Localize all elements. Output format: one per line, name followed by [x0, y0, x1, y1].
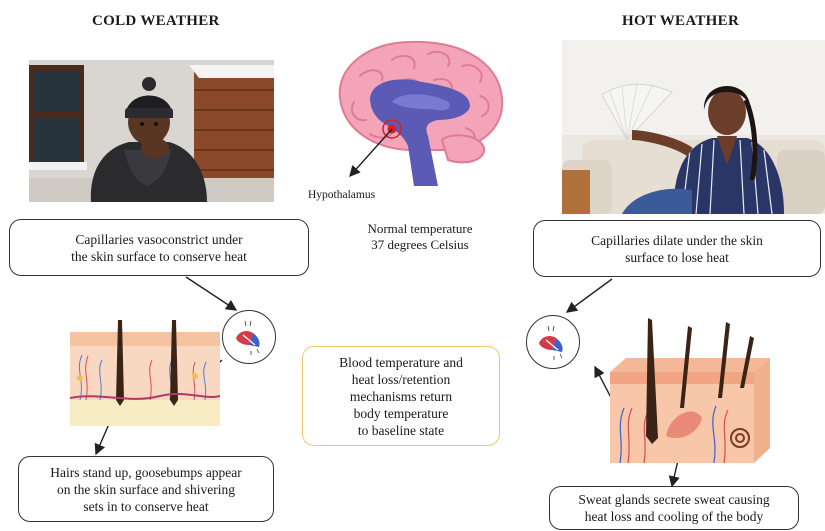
hot-woman-photo	[562, 40, 825, 214]
hot-box1-line1: Capillaries dilate under the skin	[591, 232, 763, 248]
baseline-box: Blood temperature and heat loss/retentio…	[302, 346, 500, 446]
cold-weather-heading: COLD WEATHER	[92, 13, 220, 29]
normal-temp-line1: Normal temperature	[367, 221, 473, 236]
hot-skin-cross-section	[604, 318, 774, 468]
hot-sweat-box: Sweat glands secrete sweat causing heat …	[549, 486, 799, 530]
baseline-line5: to baseline state	[357, 422, 445, 438]
cold-box2-line3: sets in to conserve heat	[83, 498, 209, 514]
hot-box-to-capillary-arrow	[565, 278, 613, 313]
cold-box2-line2: on the skin surface and shivering	[56, 481, 236, 497]
cold-box1-line2: the skin surface to conserve heat	[71, 248, 247, 264]
cold-box2-line1: Hairs stand up, goosebumps appear	[50, 464, 242, 480]
hot-capillaries-box: Capillaries dilate under the skin surfac…	[533, 220, 821, 277]
cold-box1-line1: Capillaries vasoconstrict under	[75, 231, 243, 247]
hot-box2-line2: heat loss and cooling of the body	[584, 509, 764, 524]
cold-child-photo	[29, 60, 274, 202]
baseline-line4: body temperature	[353, 405, 449, 421]
baseline-line1: Blood temperature and	[339, 354, 463, 370]
cold-capillary-circle	[222, 310, 276, 364]
hot-box2-line1: Sweat glands secrete sweat causing	[578, 492, 770, 507]
brain-illustration	[330, 36, 508, 188]
cold-goosebumps-box: Hairs stand up, goosebumps appear on the…	[18, 456, 274, 522]
hot-weather-heading: HOT WEATHER	[622, 13, 740, 29]
cold-skin-cross-section	[70, 320, 220, 426]
hypothalamus-label: Hypothalamus	[308, 189, 376, 201]
normal-temp-line2: 37 degrees Celsius	[371, 237, 469, 252]
cold-box-to-capillary-arrow	[185, 276, 238, 311]
hot-box1-line2: surface to lose heat	[625, 249, 729, 265]
hot-capillary-circle	[526, 315, 580, 369]
baseline-line3: mechanisms return	[349, 388, 453, 404]
hypothalamus-pointer	[349, 128, 393, 178]
normal-temperature-text: Normal temperature 37 degrees Celsius	[360, 221, 480, 253]
cold-capillaries-box: Capillaries vasoconstrict under the skin…	[9, 219, 309, 276]
baseline-line2: heat loss/retention	[351, 371, 451, 387]
